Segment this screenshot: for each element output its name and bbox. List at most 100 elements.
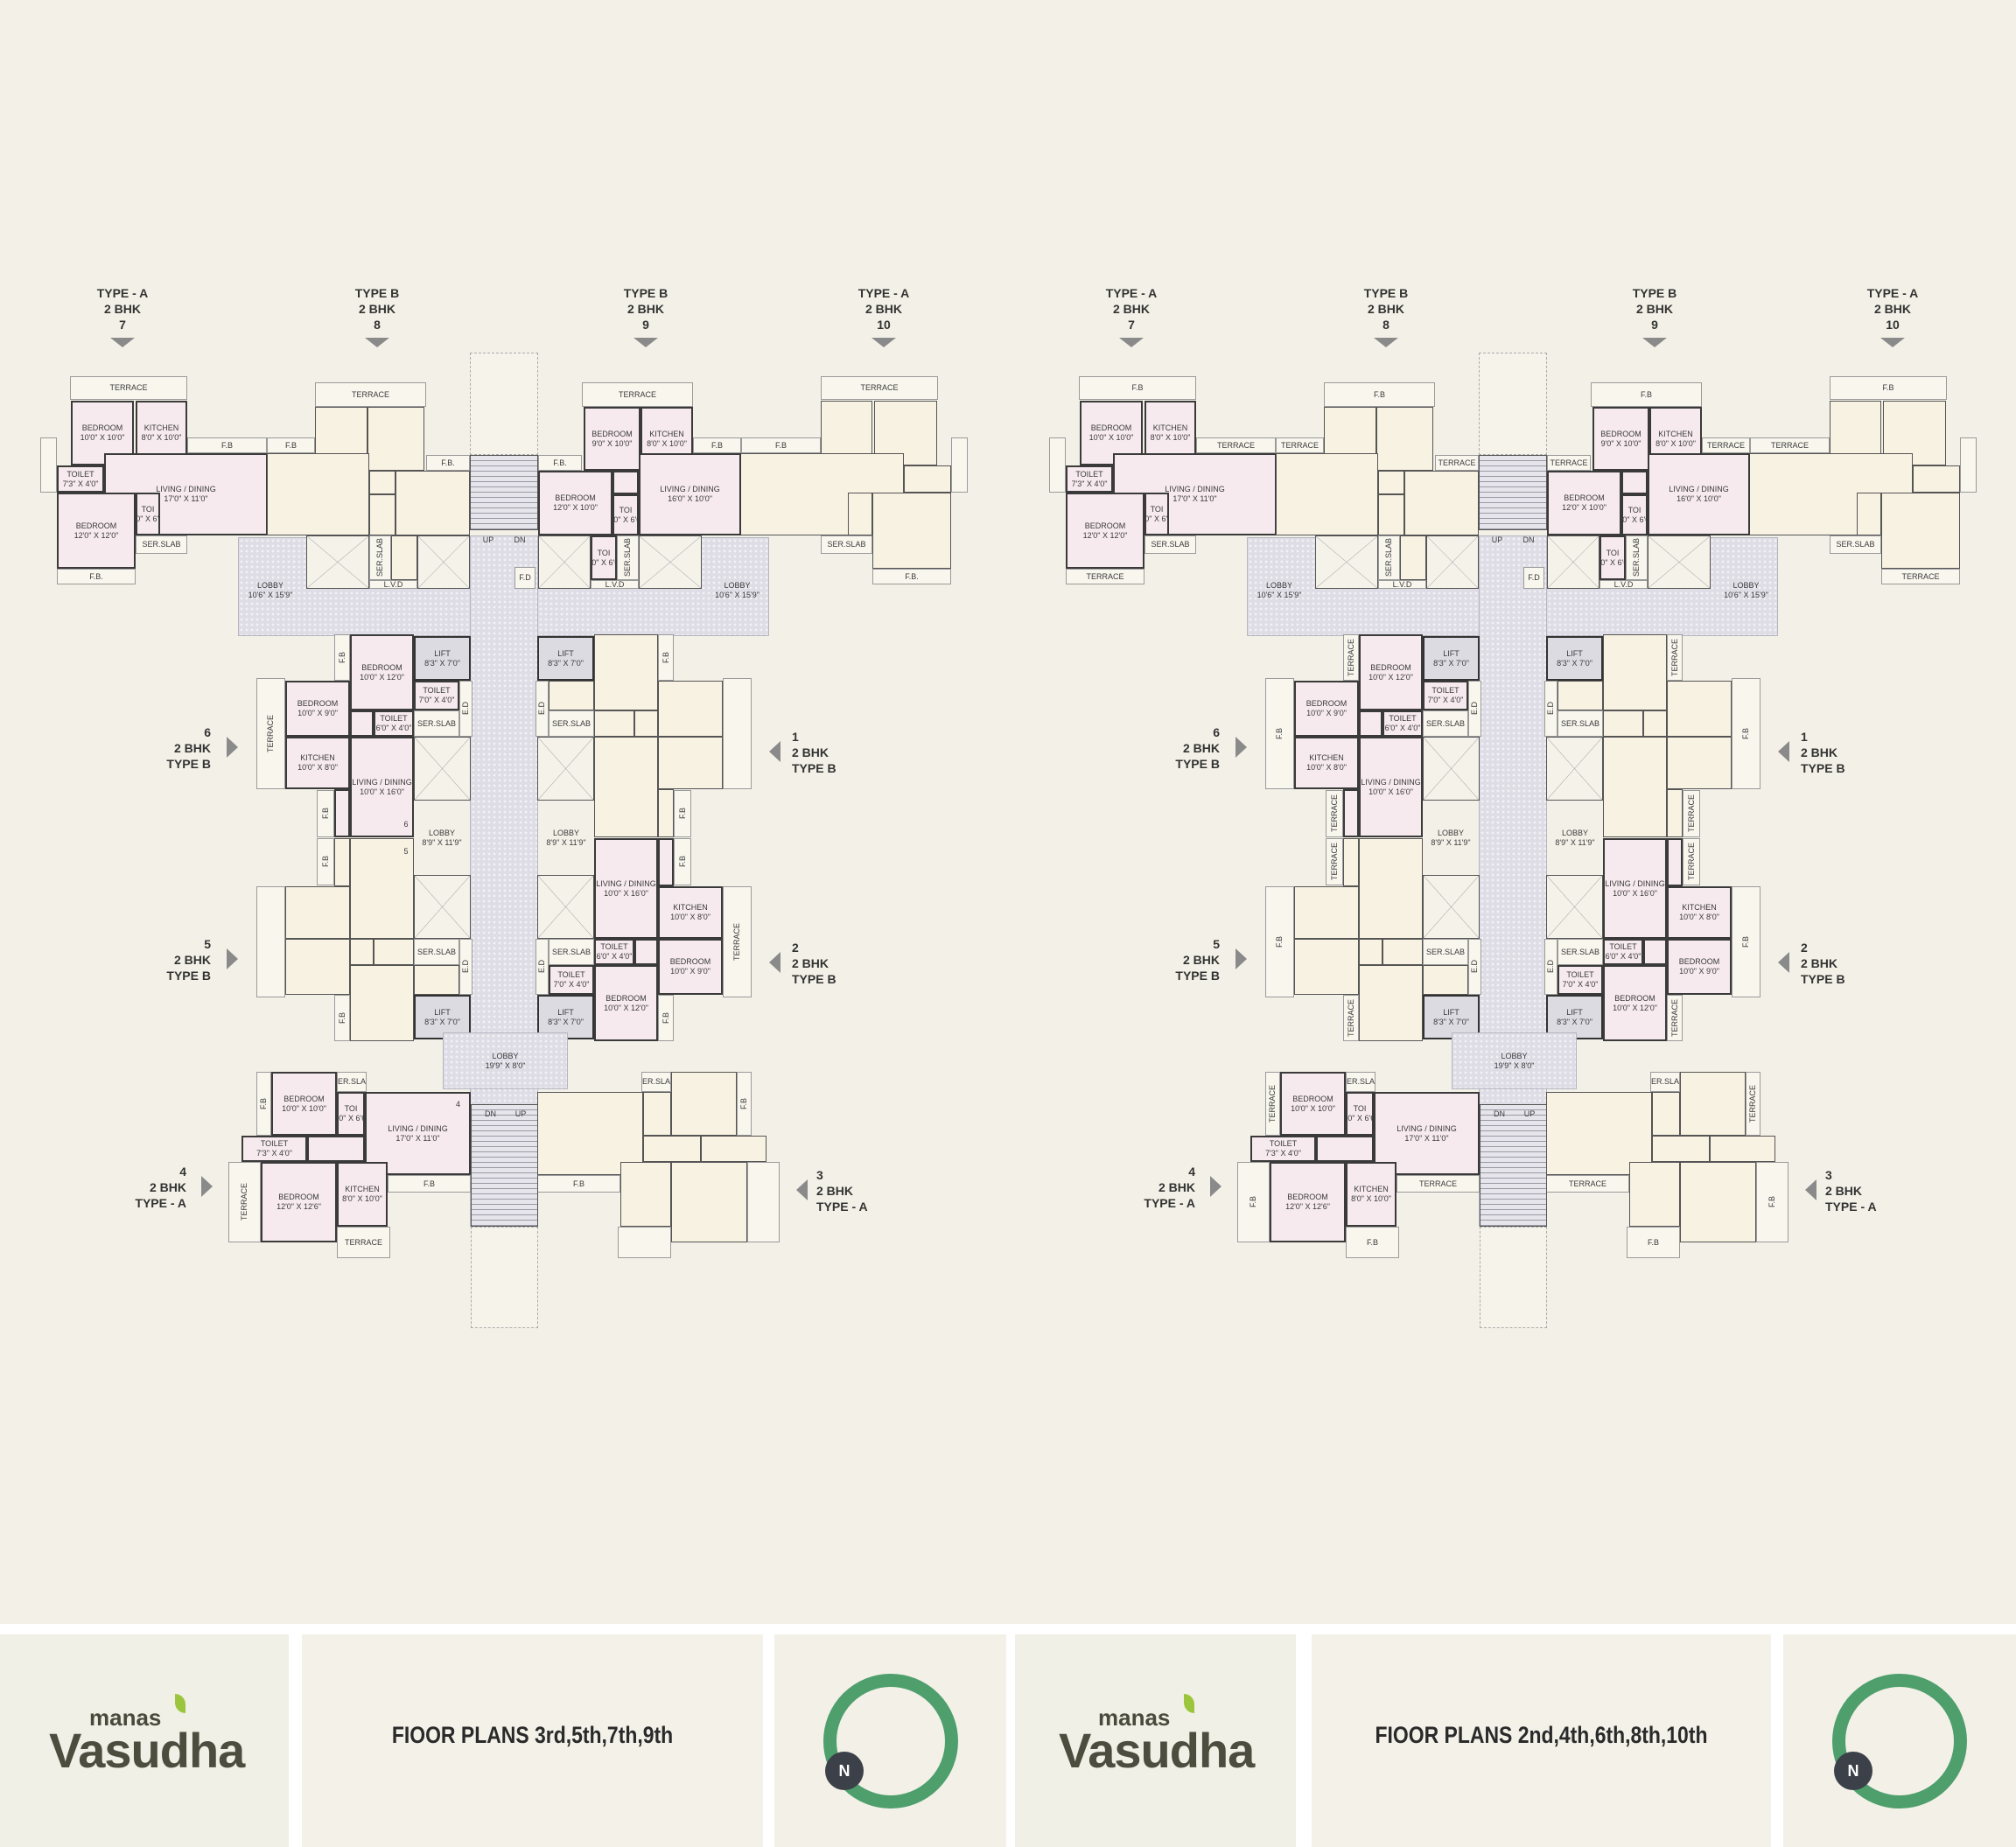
room-dimensions: 12'0" X 10'0": [553, 503, 598, 512]
room-dimensions: 8'3" X 7'0": [424, 658, 460, 668]
room-up: UP: [472, 530, 504, 549]
unit-5-area: [350, 939, 374, 965]
unit-tag-line: TYPE - A: [135, 1196, 186, 1210]
room-name: BEDROOM: [669, 957, 711, 966]
room-u6-ed: E.D: [1468, 681, 1481, 737]
room-u5-fbtop: TERRACE: [1343, 995, 1359, 1041]
room-name: LIVING / DINING: [352, 777, 412, 787]
unit-8-area: [391, 535, 417, 580]
room-name: KITCHEN: [300, 753, 335, 762]
room-u9-toi1: TOI4'0" X 6'0": [612, 494, 639, 535]
room-u2-fb: F.B: [674, 838, 691, 885]
room-u8-serslab: SER.SLAB: [1378, 535, 1400, 580]
unit-8-area: [306, 535, 369, 589]
room-name: F.B: [1882, 383, 1894, 392]
room-name: F.D: [1528, 573, 1540, 582]
room-u5-serslab: SER.SLAB: [414, 939, 459, 965]
arrow-down-icon: [1374, 338, 1398, 347]
unit-1-area: [723, 678, 752, 789]
room-dimensions: 10'0" X 16'0": [604, 888, 648, 898]
room-name: F.B: [320, 808, 330, 820]
room-u10-terrace: TERRACE: [821, 376, 938, 400]
arrow-down-icon: [110, 338, 135, 347]
room-name: LIFT: [1443, 648, 1460, 658]
room-u6-fb: F.B: [317, 790, 334, 837]
room-u3-fb2: TERRACE: [1546, 1175, 1629, 1193]
room-u6-fbtop: F.B: [334, 634, 350, 681]
unit-tag-line: TYPE - A: [1866, 286, 1919, 300]
room-dimensions: 8'0" X 10'0": [1656, 438, 1696, 448]
unit-8-area: [267, 453, 369, 535]
unit-7-area: [1049, 437, 1066, 493]
room-dimensions: 10'0" X 9'0": [1679, 967, 1719, 976]
room-name: TOI: [1606, 548, 1620, 557]
room-name: E.D: [1546, 702, 1555, 716]
room-u8-terrace: F.B: [1324, 382, 1435, 407]
room-name: TERRACE: [1770, 440, 1809, 450]
room-u6-terrace: F.B: [1265, 678, 1294, 789]
room-name: TOILET: [380, 714, 408, 723]
room-u1-fbtop: TERRACE: [1667, 634, 1683, 681]
staircase: [470, 455, 538, 530]
logo-manas-text: manas: [89, 1704, 162, 1731]
unit-3-area: [618, 1227, 671, 1258]
room-name: TOILET: [557, 970, 585, 979]
room-u9-fb1: F.B.: [538, 455, 582, 471]
unit-3-area: [1680, 1162, 1756, 1242]
unit-tag-line: 2 BHK: [358, 302, 396, 316]
room-u5-fbtop: F.B: [334, 995, 350, 1041]
unit-9-area: [1547, 535, 1600, 589]
room-name: KITCHEN: [1354, 1185, 1389, 1193]
arrow-down-icon: [1119, 338, 1144, 347]
room-dimensions: 10'0" X 9'0": [1306, 709, 1347, 717]
unit-tag-line: 2 BHK: [103, 302, 141, 316]
room-name: F.D: [519, 573, 531, 582]
staircase: [1479, 455, 1547, 530]
unit-6-area: [334, 789, 350, 837]
room-name: BEDROOM: [284, 1094, 325, 1103]
room-name: SER.SLAB: [1560, 718, 1600, 728]
unit-10-area: [1881, 493, 1960, 569]
room-name: F.B: [320, 856, 330, 868]
room-name: F.B: [1366, 1237, 1378, 1247]
room-name: E.D: [1470, 702, 1479, 716]
room-u1-fb: TERRACE: [1683, 790, 1700, 837]
unit-3-area: [1710, 1136, 1775, 1162]
room-name: LIVING / DINING: [1605, 878, 1665, 888]
room-name: TOILET: [1269, 1139, 1298, 1148]
room-u6-serslab: SER.SLAB: [414, 710, 459, 737]
logo-vasudha-text: Vasudha: [49, 1723, 245, 1778]
room-u8-lvd: L.V.D: [1378, 580, 1426, 589]
unit-1-area: [1667, 681, 1732, 737]
room-u3-fb1: F.B: [737, 1072, 752, 1136]
room-dimensions: 12'0" X 12'0": [74, 530, 119, 540]
room-name: BEDROOM: [1600, 429, 1642, 438]
unit-5-area: [1423, 875, 1480, 939]
room-dn: DN: [504, 530, 536, 549]
room-name: TOILET: [1566, 970, 1594, 979]
room-u8-terrace: TERRACE: [315, 382, 426, 407]
room-name: TERRACE: [860, 383, 899, 392]
room-u8-fb1: F.B.: [426, 455, 470, 471]
room-name: TERRACE: [109, 383, 148, 392]
unit-tag-line: TYPE B: [1801, 972, 1845, 986]
room-name: SER.SLAB: [1560, 947, 1600, 956]
unit-2-area: [1667, 838, 1683, 886]
room-dimensions: 10'0" X 12'0": [604, 1003, 648, 1012]
room-dimensions: 8'3" X 7'0": [1433, 1017, 1469, 1026]
room-name: KITCHEN: [649, 429, 684, 438]
room-u10-serslab: SER.SLAB: [821, 535, 872, 554]
room-u4-fb2: F.B: [388, 1175, 471, 1193]
room-name: BEDROOM: [606, 993, 647, 1003]
room-name: TERRACE: [1748, 1084, 1757, 1123]
room-u10-serslab: SER.SLAB: [1830, 535, 1881, 554]
room-dimensions: 6'0" X 4'0": [596, 952, 633, 961]
room-u2-ed: E.D: [1544, 939, 1558, 995]
